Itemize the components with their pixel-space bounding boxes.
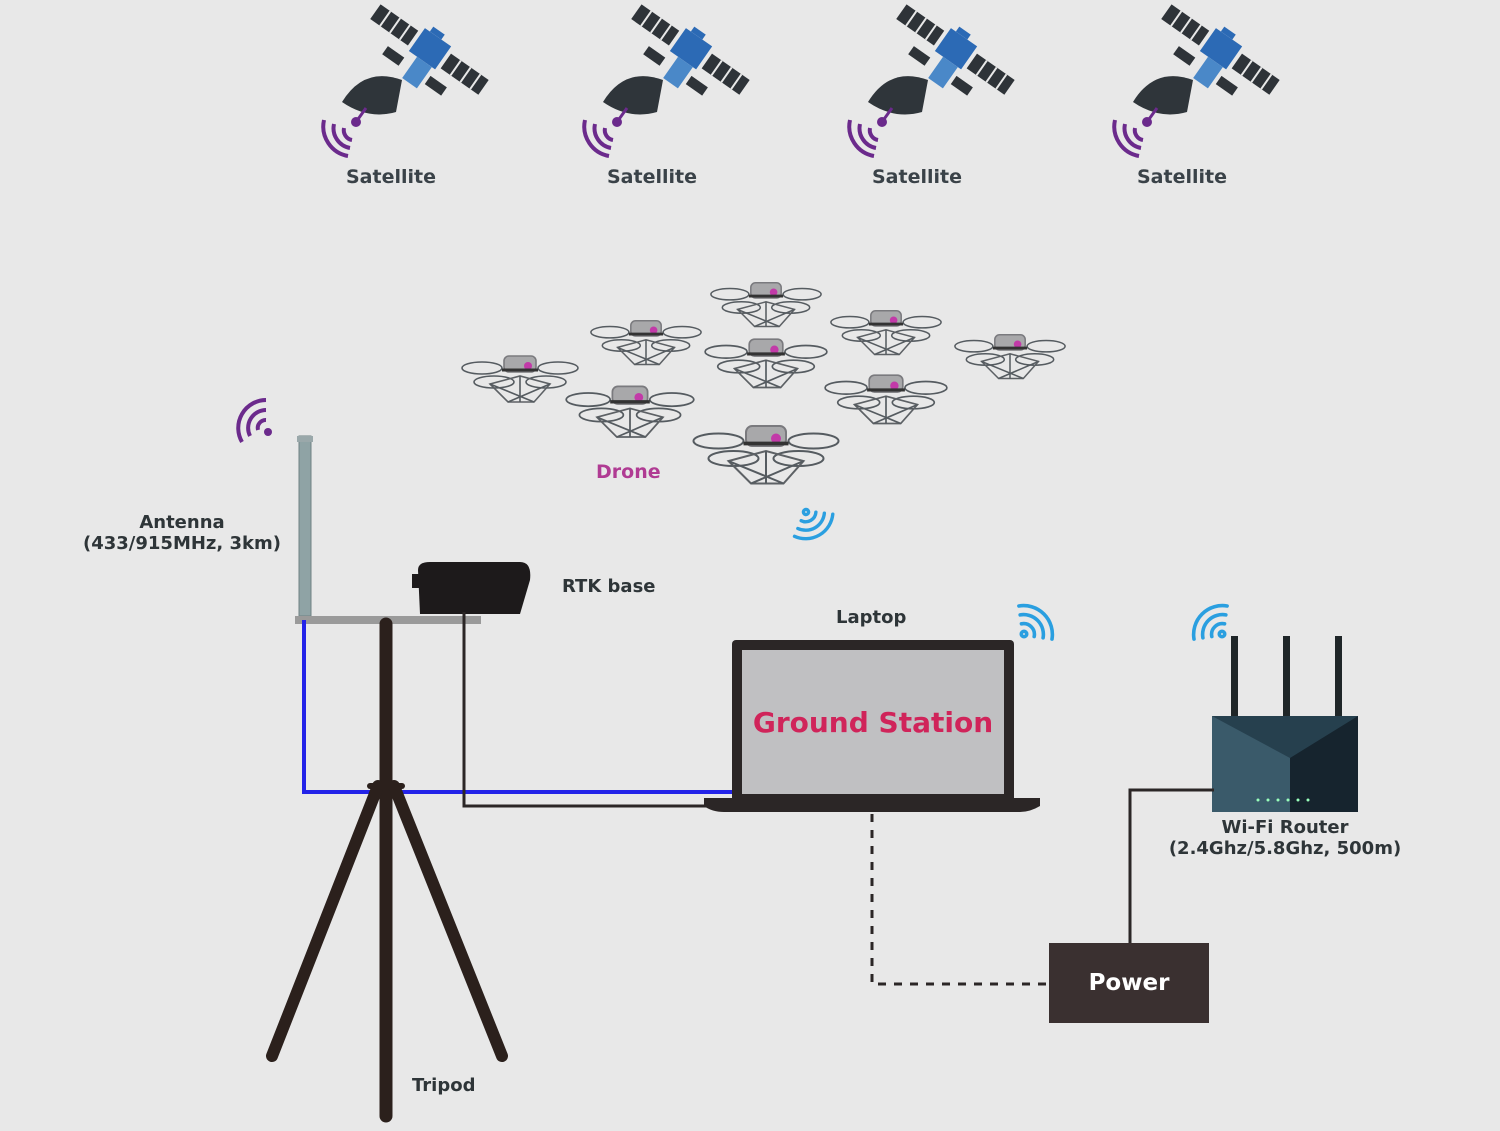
satellite-4	[1112, 0, 1289, 158]
ground-station-text: Ground Station	[752, 706, 994, 739]
router-power-cable	[1128, 788, 1214, 944]
power-box	[1049, 943, 1209, 1023]
drone-wifi-icon	[783, 497, 841, 548]
rtk-base-label: RTK base	[562, 576, 656, 597]
tripod-label: Tripod	[412, 1075, 476, 1096]
drone-label: Drone	[596, 461, 661, 483]
antenna-title: Antenna	[139, 512, 225, 533]
satellite-label-3: Satellite	[872, 166, 962, 188]
power-label: Power	[1088, 970, 1170, 996]
router-spec: (2.4Ghz/5.8Ghz, 500m)	[1168, 838, 1402, 859]
antenna-spec: (433/915MHz, 3km)	[83, 533, 281, 554]
laptop-label: Laptop	[836, 607, 907, 628]
router-label: Wi-Fi Router (2.4Ghz/5.8Ghz, 500m)	[1160, 817, 1410, 859]
satellite-label-2: Satellite	[607, 166, 697, 188]
antenna-cable	[302, 620, 735, 794]
wifi-router	[1212, 636, 1358, 812]
laptop	[704, 640, 1040, 812]
antenna-label: Antenna (433/915MHz, 3km)	[76, 512, 288, 554]
antenna	[297, 435, 313, 617]
satellite-label-4: Satellite	[1137, 166, 1227, 188]
rtk-base-device	[412, 562, 531, 614]
tripod	[266, 617, 508, 1123]
antenna-signal-icon	[236, 398, 272, 443]
rtk-cable	[462, 612, 712, 808]
satellite-2	[582, 0, 759, 158]
satellite-label-1: Satellite	[346, 166, 436, 188]
drone-swarm	[460, 281, 1067, 486]
satellite-3	[847, 0, 1024, 158]
laptop-power-cable	[870, 814, 1050, 986]
router-title: Wi-Fi Router	[1221, 817, 1349, 838]
satellite-1	[321, 0, 498, 158]
